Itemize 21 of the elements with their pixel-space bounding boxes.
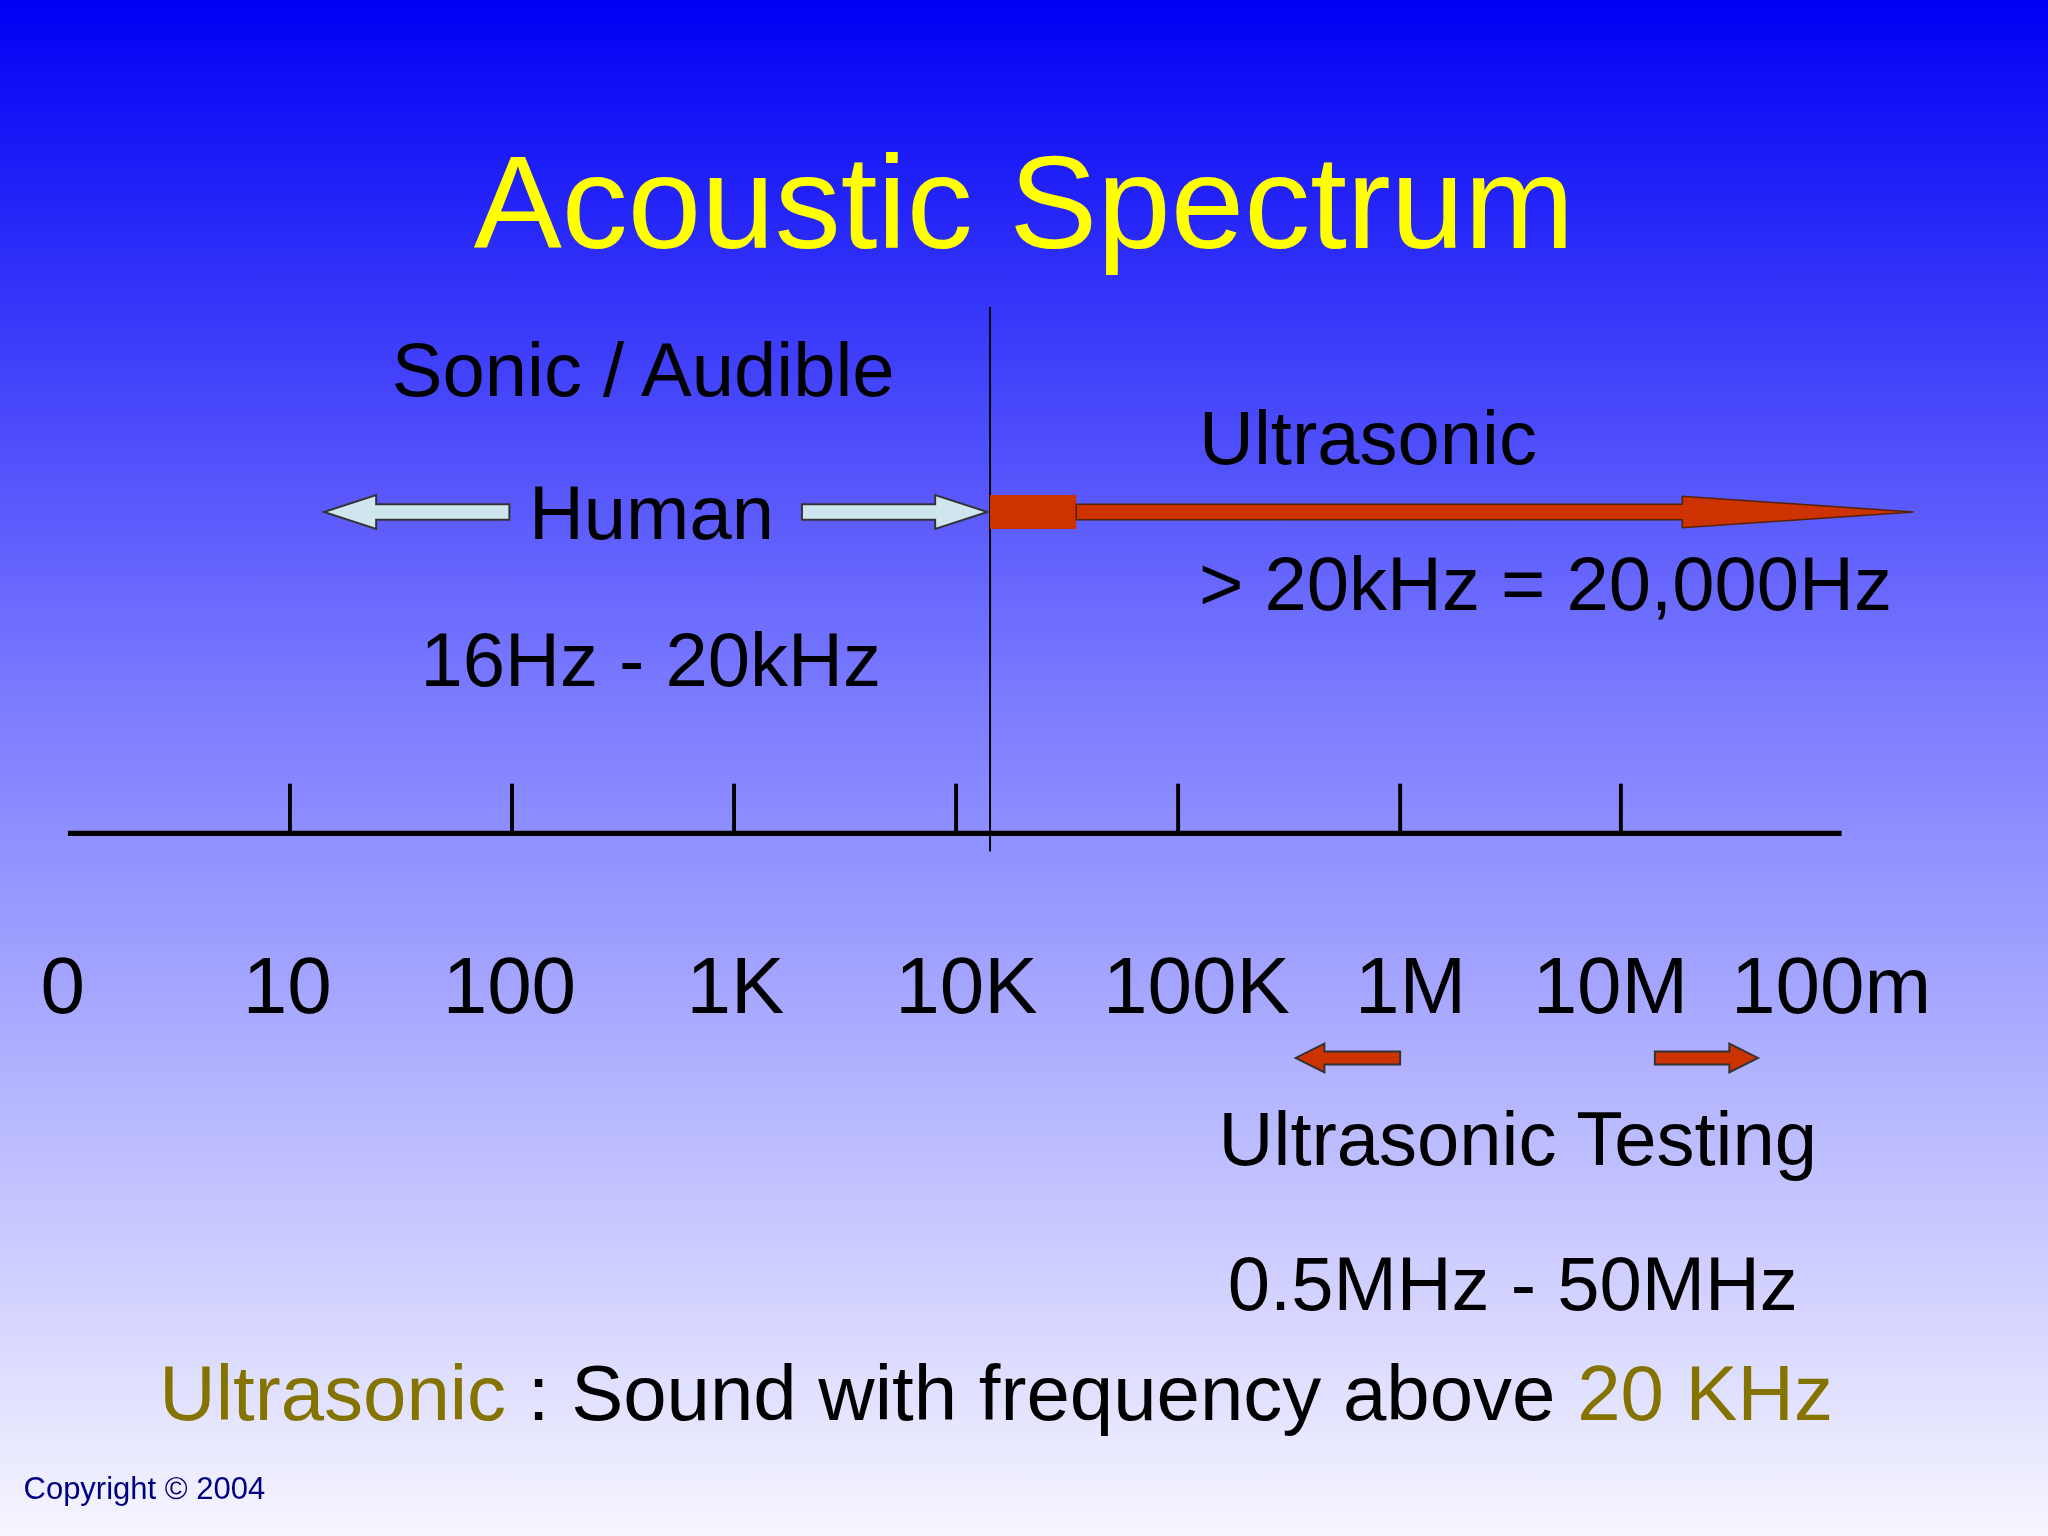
definition-text: : Sound with frequency above [526, 1348, 1556, 1439]
tick-label: 100K [1103, 940, 1290, 1033]
tick-label: 10K [895, 940, 1038, 1033]
frequency-label: 20 KHz [1576, 1348, 1833, 1439]
tick-label: 100m [1731, 940, 1932, 1033]
range-label: Human [528, 469, 774, 557]
tick-label: 0 [40, 940, 85, 1033]
tick-label: 100 [442, 940, 577, 1033]
tick-label: 10M [1532, 940, 1689, 1033]
range-label: Ultrasonic Testing [1218, 1095, 1818, 1183]
tick-label: 1M [1355, 940, 1467, 1033]
slide-title: Acoustic Spectrum [472, 130, 1576, 276]
tick-label: 10 [242, 940, 332, 1033]
frequency-label: 16Hz - 20kHz [420, 615, 881, 704]
range-label: Sonic / Audible [391, 325, 895, 414]
range-label: Ultrasonic [1199, 393, 1537, 482]
copyright-note: Copyright © 2004 [23, 1471, 266, 1507]
frequency-label: > 20kHz = 20,000Hz [1199, 540, 1892, 628]
tick-label: 1K [686, 940, 785, 1033]
frequency-label: 0.5MHz - 50MHz [1227, 1240, 1798, 1328]
term-label: Ultrasonic [159, 1348, 507, 1439]
